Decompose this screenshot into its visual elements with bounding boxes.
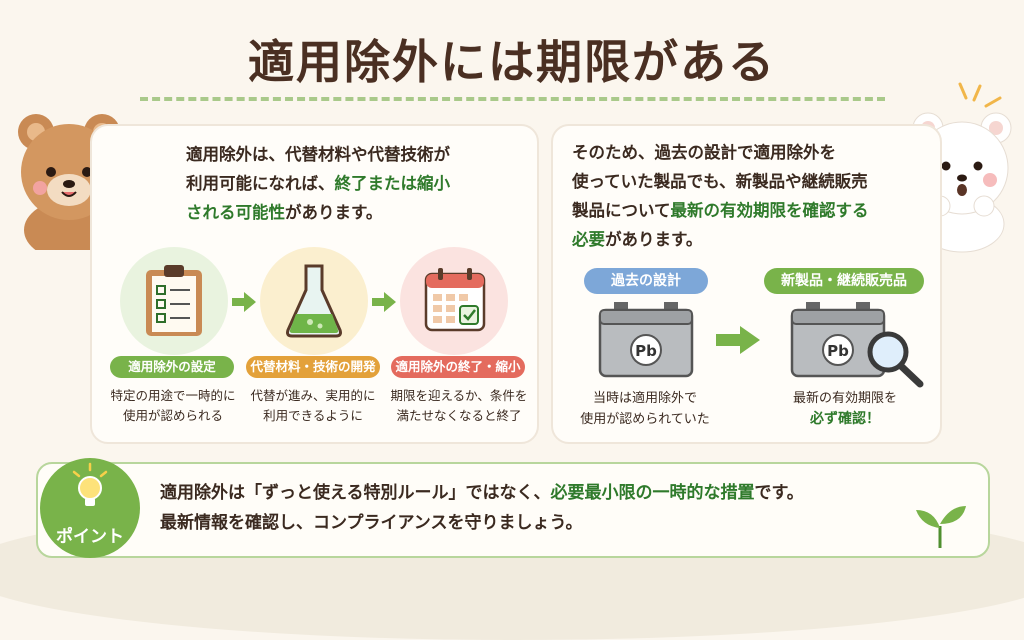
point-line-2: 最新情報を確認し、コンプライアンスを守りましょう。 [160, 513, 583, 533]
left-line-1: 適用除外は、代替材料や代替技術が [186, 145, 450, 164]
point-badge [40, 458, 140, 558]
battery-label: Pb [635, 342, 657, 360]
left-line-2: 利用可能になれば、終了または縮小 [186, 174, 450, 193]
step-2-tag: 代替材料・技術の開発 [246, 356, 380, 378]
past-description: 当時は適用除外で使用が認められていた [580, 391, 710, 427]
step-3-description: 期限を迎えるか、条件を満たせなくなると終了 [390, 388, 528, 423]
point-box [36, 462, 990, 558]
left-line-3: される可能性があります。 [186, 203, 383, 222]
point-line-1: 適用除外は「ずっと使える特別ルール」ではなく、必要最小限の一時的な措置です。 [160, 483, 804, 503]
battery-label: Pb [827, 342, 849, 360]
calendar-icon [424, 268, 486, 332]
page-title: 適用除外には期限がある [248, 35, 776, 89]
right-line-2: 使っていた製品でも、新製品や継続販売 [572, 172, 868, 191]
step-3-tag: 適用除外の終了・縮小 [391, 356, 525, 378]
right-line-1: そのため、過去の設計で適用除外を [572, 143, 836, 162]
battery-magnifier-icon: Pb [790, 302, 924, 388]
point-text: 適用除外は「ずっと使える特別ルール」ではなく、必要最小限の一時的な措置です。 最… [160, 478, 804, 538]
right-line-3: 製品について最新の有効期限を確認する [572, 201, 869, 220]
new-description: 最新の有効期限を必ず確認！ [792, 391, 897, 427]
left-paragraph: 適用除外は、代替材料や代替技術が 利用可能になれば、終了または縮小 される可能性… [186, 140, 531, 227]
battery-icon: Pb [598, 302, 694, 378]
right-line-4: 必要があります。 [572, 230, 703, 249]
arrow-right-icon [232, 292, 256, 312]
flask-icon [286, 264, 342, 338]
step-2-description: 代替が進み、実用的に利用できるように [250, 388, 376, 423]
arrow-right-icon [716, 326, 760, 354]
step-1-tag: 適用除外の設定 [110, 356, 234, 378]
point-label: ポイント [56, 527, 124, 547]
sprout-icon [916, 506, 966, 548]
arrow-right-icon [372, 292, 396, 312]
step-1-description: 特定の用途で一時的に使用が認められる [110, 388, 236, 423]
title-divider [140, 97, 885, 101]
lightbulb-icon [72, 462, 108, 506]
new-product-tag: 新製品・継続販売品 [764, 268, 924, 294]
clipboard-icon [146, 265, 202, 336]
right-paragraph: そのため、過去の設計で適用除外を 使っていた製品でも、新製品や継続販売 製品につ… [572, 138, 902, 254]
past-design-tag: 過去の設計 [584, 268, 708, 294]
